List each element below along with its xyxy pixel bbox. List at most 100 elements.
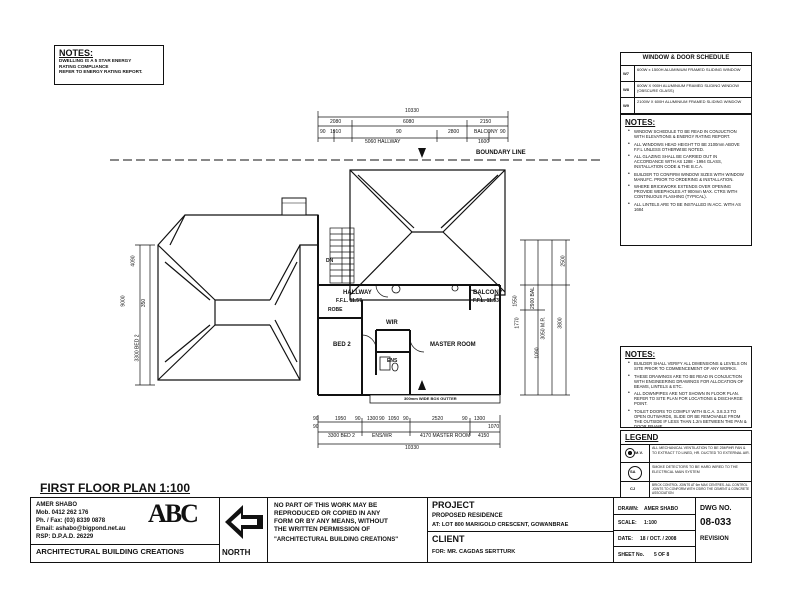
dim-top: 90: [500, 129, 506, 135]
room-hallway-ffl: F.F.L. 11.57: [336, 298, 362, 304]
note-item: WHERE BRICKWORK EXTENDS OVER OPENING PRO…: [628, 184, 747, 199]
note-item: ALL WINDOWS HEAD HEIGHT TO BE 2100mm ABO…: [628, 142, 747, 152]
designer-email: Email: ashabo@bigpond.net.au: [36, 526, 126, 532]
dim-bottom: 90: [403, 416, 409, 422]
wall-lines: [317, 215, 501, 396]
schedule-title: WINDOW & DOOR SCHEDULE: [642, 55, 730, 61]
dim-right: 2900 BAL: [529, 287, 536, 309]
company-name: ARCHITECTURAL BUILDING CREATIONS: [36, 547, 185, 556]
dim-top: 2080: [330, 119, 342, 125]
toilet-icon: [391, 362, 399, 372]
mv-symbol-icon: [625, 448, 635, 458]
legend-symbol: SA: [630, 469, 636, 474]
plan-title: FIRST FLOOR PLAN 1:100: [40, 481, 191, 495]
dim-bottom: 4170 MASTER ROOM: [420, 433, 471, 439]
smoke-detector-icon: [628, 466, 642, 480]
dim-top: 5060 HALLWAY: [365, 139, 401, 145]
dim-bottom: 90: [355, 416, 361, 422]
dim-right: 3800: [557, 317, 564, 329]
dim-top: BALCONY: [474, 129, 498, 135]
notes-right: NOTES: WINDOW SCHEDULE TO BE READ IN CON…: [620, 114, 752, 246]
date-value: 18 / OCT. / 2008: [640, 536, 677, 542]
box-gutter: [369, 394, 501, 404]
stairs: [329, 227, 355, 284]
dim-bottom: 90: [462, 416, 468, 422]
window-door-schedule: WINDOW & DOOR SCHEDULE W7 600W x 1500H A…: [620, 52, 752, 115]
room-bed2: BED 2: [333, 342, 351, 348]
dim-top: 2150: [480, 119, 492, 125]
drawn-label: DRAWN:: [618, 506, 639, 512]
note-item: THESE DRAWINGS ARE TO BE READ IN CONJUCT…: [628, 374, 747, 389]
designer-cell: AMER SHABO Mob. 0412 262 176 Ph. / Fax: …: [30, 497, 220, 563]
scale-value: 1:100: [644, 520, 657, 526]
dim-top: 90: [396, 129, 402, 135]
schedule-desc: 600W x 1500H ALUMINIUM FRAMED SLIDING WI…: [637, 67, 741, 72]
copyright-company: "ARCHITECTURAL BUILDING CREATIONS": [274, 537, 399, 543]
dim-bottom: 10330: [405, 445, 419, 451]
box-gutter-label: 300mm WIDE BOX GUTTER: [404, 396, 457, 401]
room-robe: ROBE: [328, 307, 343, 313]
dim-bottom: 90: [313, 424, 319, 430]
dim-right: 3050 M.R.: [540, 316, 547, 340]
note-item: ALL DOWNPIPES ARE NOT SHOWN IN FLOOR PLA…: [628, 391, 747, 406]
project-desc: PROPOSED RESIDENCE: [432, 513, 503, 519]
revision-label: REVISION: [700, 536, 729, 542]
dim-left: 3300 BED 2: [134, 334, 141, 362]
roof-outline: [157, 214, 319, 381]
top-dimensions: [317, 111, 509, 142]
dim-top: 2800: [448, 129, 460, 135]
chimney: [281, 197, 307, 216]
smoke-detector-icon: [451, 284, 459, 292]
note-item: ALL GLAZING SHALL BE CARRIED OUT IN ACCO…: [628, 154, 747, 169]
dwg-value: 08-033: [700, 517, 732, 528]
date-label: DATE:: [618, 536, 633, 542]
scale-label: SCALE:: [618, 520, 637, 526]
legend-text: BRICK CONTROL JOINTS AT 6m MAX CENTRES. …: [652, 483, 750, 495]
dim-right: 2500: [560, 255, 567, 267]
north-cell: NORTH: [220, 497, 268, 563]
notes-right-title: NOTES:: [625, 118, 656, 127]
dim-bottom: 1050: [388, 416, 400, 422]
dim-bottom: 1070: [488, 424, 500, 430]
right-dimensions: [520, 239, 570, 396]
note-item: WINDOW SCHEDULE TO BE READ IN CONJUCTION…: [628, 129, 747, 139]
ens-fixture: [379, 356, 391, 371]
abc-logo: ABC: [148, 499, 199, 528]
dim-top: 90: [320, 129, 326, 135]
dim-left: 9000: [120, 295, 127, 307]
schedule-code: W7: [623, 71, 629, 76]
legend-text: ALL MECHANICAL VENTILATION TO BE 25M³/HR…: [652, 446, 750, 455]
dim-bottom: 2520: [432, 416, 444, 422]
sheet-value: 5 OF 8: [654, 552, 670, 558]
north-label: NORTH: [222, 548, 251, 557]
dwg-no-cell: DWG NO. 08-033 REVISION: [696, 497, 752, 563]
notes-box: NOTES: DWELLING IS A 5 STAR ENERGY RATIN…: [54, 45, 164, 85]
dim-top: 1910: [330, 129, 342, 135]
client-label: CLIENT: [432, 534, 465, 544]
legend-symbol: CJ: [630, 486, 636, 491]
room-balcony: BALCONY: [473, 290, 503, 296]
legend-title: LEGEND: [625, 433, 659, 442]
schedule-code: W8: [623, 87, 629, 92]
notes-lower-title: NOTES:: [625, 350, 656, 359]
notes-line: DWELLING IS A 5 STAR ENERGY: [59, 58, 132, 63]
bottom-dimensions: [317, 415, 501, 448]
legend-symbol: M.V.: [635, 450, 643, 455]
sheet-label: SHEET No.: [618, 552, 645, 558]
room-master: MASTER ROOM: [430, 342, 476, 348]
room-wir: WIR: [386, 320, 398, 326]
section-marker-icon: [418, 148, 426, 158]
note-item: BUILDER TO CONFIRM WINDOW SIZES WITH WIN…: [628, 172, 747, 182]
left-dimensions: [135, 244, 155, 386]
copyright-text: NO PART OF THIS WORK MAY BE REPRODUCED O…: [274, 502, 388, 533]
dim-left: 4090: [130, 255, 137, 267]
schedule-desc: 600W X 900H ALUMINIUM FRAMED SLIDING WIN…: [637, 83, 740, 93]
dim-right: 1770: [514, 317, 521, 329]
project-cell: PROJECT PROPOSED RESIDENCE AT: LOT 800 M…: [428, 497, 614, 563]
notes-line: REFER TO ENERGY RATING REPORT.: [59, 69, 143, 75]
section-marker-icon: [418, 380, 426, 390]
drawing-info-cell: DRAWN: AMER SHABO SCALE: 1:100 DATE: 18 …: [614, 497, 696, 563]
dim-bottom: ENS/WR: [372, 433, 392, 439]
dim-overall-top: 10330: [405, 108, 419, 114]
